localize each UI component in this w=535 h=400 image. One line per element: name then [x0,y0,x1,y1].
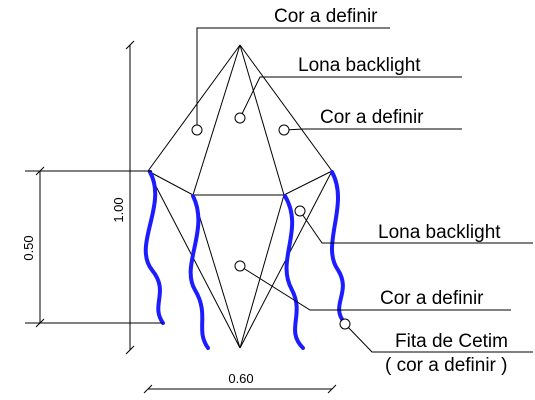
leader-top-backlight [239,76,462,119]
dim-height-lower-label: 0.50 [21,235,36,260]
satin-ribbons [143,170,346,350]
dim-height-lower-tick-bottom [35,318,45,328]
label-ribbon-line1: Fita de Cetim [395,331,508,352]
ribbon-4 [330,170,346,324]
ribbon-1 [143,170,165,325]
marker-top-color [191,124,203,136]
ribbon-3 [283,194,305,350]
leader-bottom-color [239,265,511,311]
dim-width-tick-right [327,384,337,394]
marker-bottom-color [234,260,246,272]
dimension-lines [25,40,337,394]
leader-mid-backlight [299,210,533,244]
leader-top-color [196,27,390,130]
leader-right-color [283,128,462,131]
label-right-color: Cor a definir [320,107,424,128]
label-top-backlight: Lona backlight [298,55,421,76]
label-bottom-color: Cor a definir [380,288,484,309]
marker-top-backlight [234,112,246,124]
dim-height-lower-tick-top [35,166,45,176]
label-mid-backlight: Lona backlight [378,222,501,243]
facet-line-2 [239,44,285,196]
callouts [191,27,533,353]
facet-line-4 [239,194,285,349]
ribbon-2 [188,194,210,350]
marker-right-color [278,124,290,136]
dim-width-label: 0.60 [228,371,253,386]
marker-ribbon [339,318,351,330]
facet-line-3 [192,194,241,349]
dim-height-total-tick-bottom [125,345,135,355]
leader-ribbon [344,323,533,353]
label-ribbon-line2: ( cor a definir ) [385,355,507,376]
lantern-outline [147,44,333,349]
dim-height-total-tick-top [125,40,135,50]
dim-height-total-label: 1.00 [111,197,126,222]
label-top-color: Cor a definir [274,6,378,27]
marker-mid-backlight [294,205,306,217]
facet-line-1 [192,44,241,196]
middle-band-left [147,170,333,196]
dim-width-tick-left [143,384,153,394]
